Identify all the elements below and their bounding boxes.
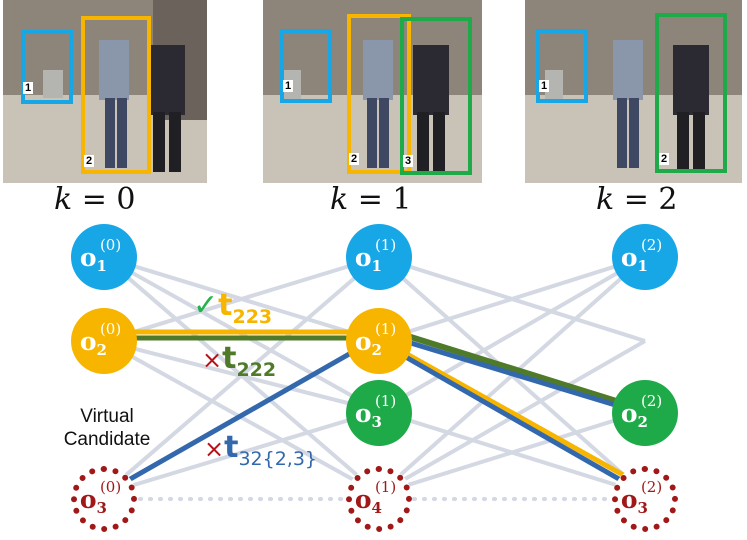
bbox-id: 2 [84,155,95,167]
bbox-yellow [81,16,151,174]
bbox-blue [280,29,332,103]
bbox-id: 3 [403,155,414,167]
edge [103,255,380,343]
video-frame-k2: 1 2 [525,0,742,183]
bbox-id: 2 [659,153,670,165]
edge [378,409,646,496]
frame-index-label-k0: k = 0 [54,182,136,217]
track-label-t32: ×t32{2,3} [204,430,318,470]
frame-index-label-k1: k = 1 [330,182,412,217]
track-label-t222: ×t222 [202,341,277,381]
bbox-id: 1 [23,82,34,94]
track-t223-segment [378,336,645,489]
bbox-blue [21,30,73,104]
cross-mark-icon: × [202,346,223,374]
edge [378,255,646,343]
bbox-id: 1 [539,80,550,92]
video-frame-k1: 1 2 3 [263,0,482,183]
virtual-candidate-label: Virtual Candidate [47,405,167,451]
bbox-blue [536,29,588,103]
bbox-green [400,17,472,175]
street-scene [3,0,207,183]
edge [377,255,647,413]
virtual-label-line2: Candidate [63,429,151,450]
check-mark-icon: ✓ [193,288,219,323]
virtual-label-line1: Virtual [80,406,134,427]
edge [102,255,381,496]
track-t32-segment [102,334,381,497]
track-label-t223: ✓t223 [193,288,273,328]
track-t32-segment [380,331,646,417]
edge [103,409,380,496]
bbox-id: 1 [283,80,294,92]
frame-index-label-k2: k = 2 [596,182,678,217]
track-t32-segment [381,341,642,494]
bbox-green [655,13,727,173]
track-t222-segment [381,325,646,413]
bbox-yellow [347,14,411,174]
video-frame-k0: 1 2 [3,0,207,183]
cross-mark-icon: × [204,435,225,463]
bbox-id: 2 [349,153,360,165]
